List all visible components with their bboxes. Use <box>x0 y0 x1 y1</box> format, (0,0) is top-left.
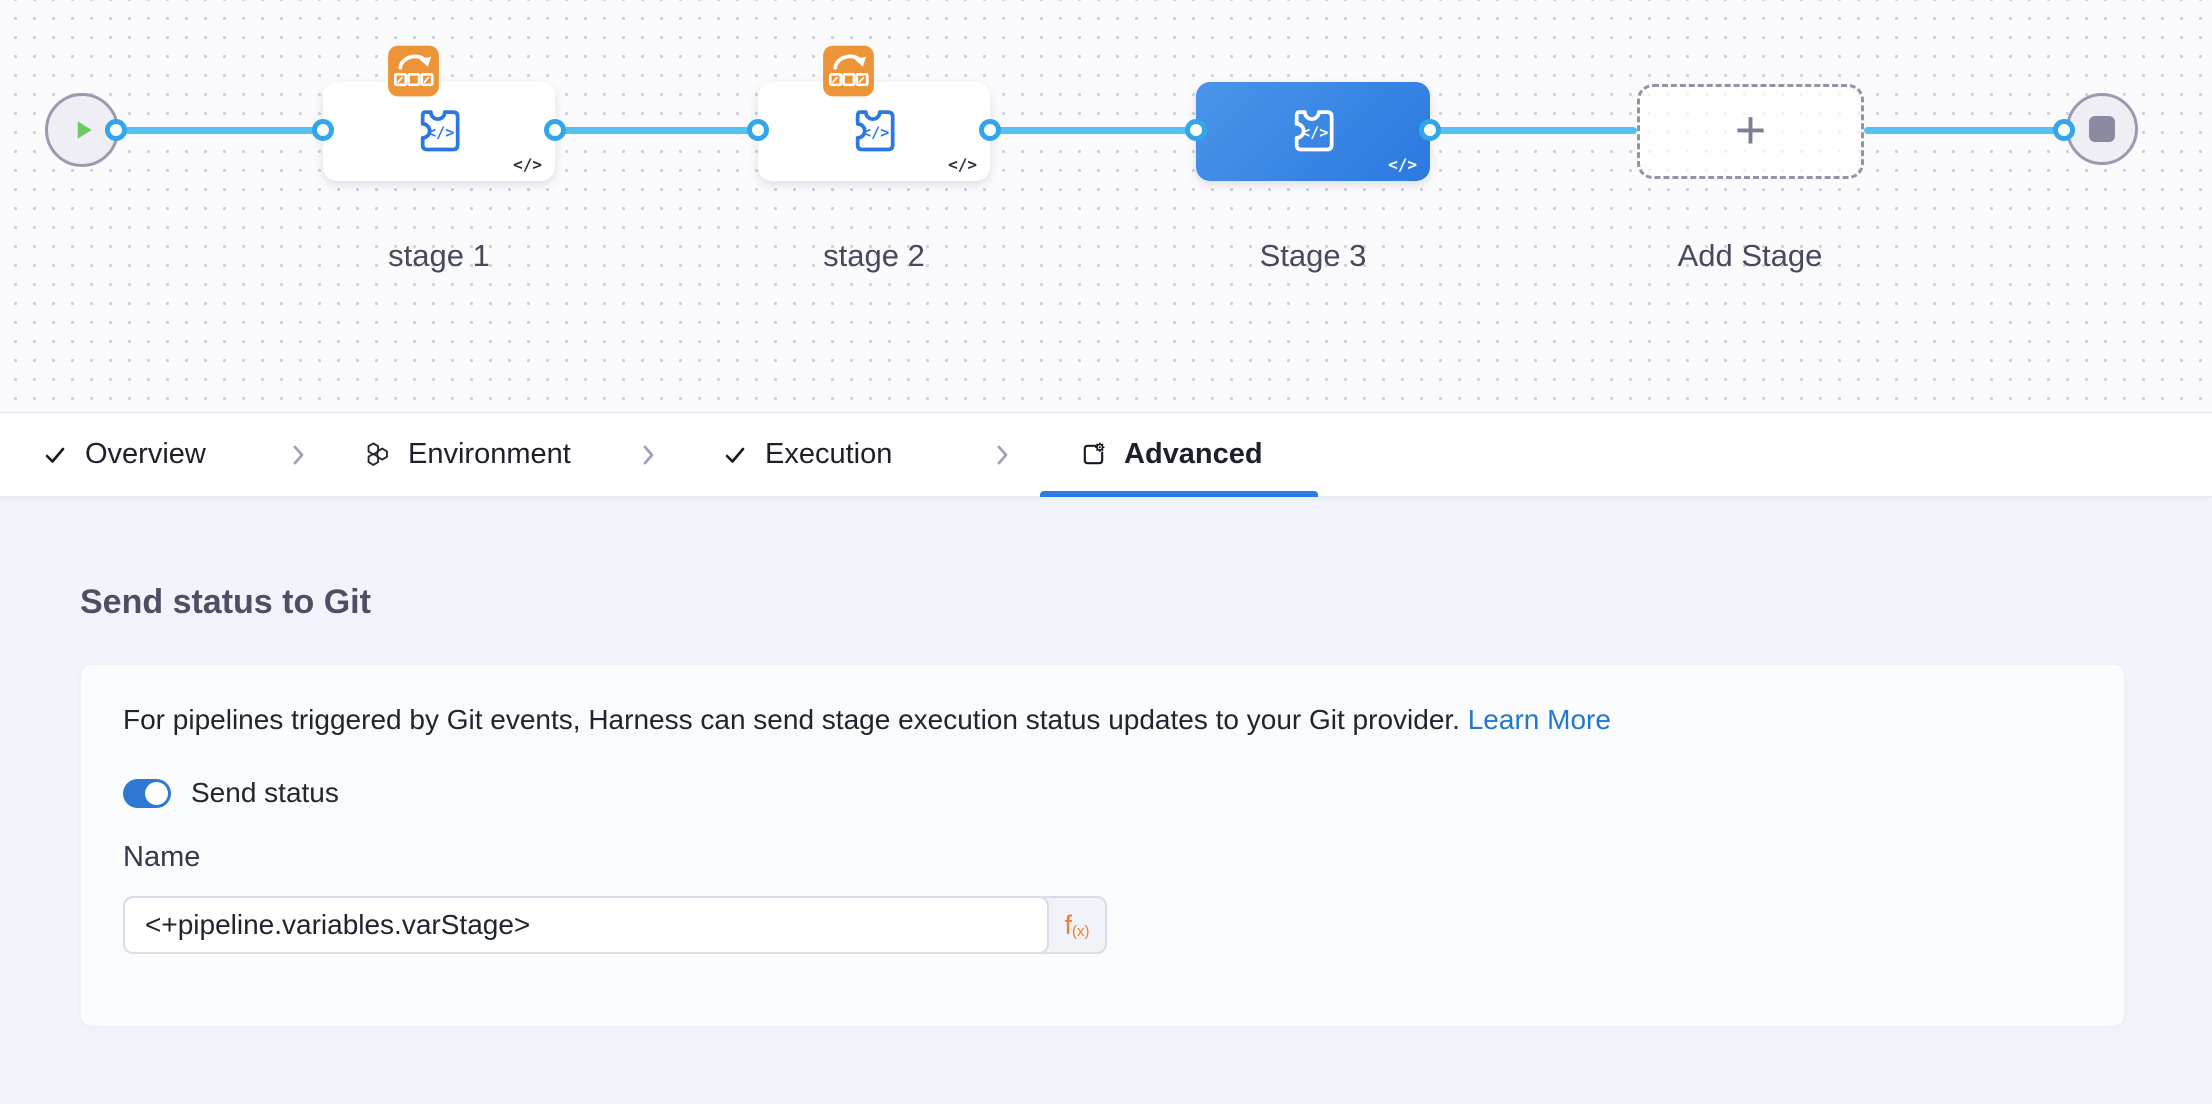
stage-label: stage 2 <box>823 238 925 273</box>
chevron-right-icon <box>636 413 662 496</box>
name-field-label: Name <box>123 841 201 873</box>
stage-label: Stage 3 <box>1259 238 1367 273</box>
toggle-knob <box>145 781 168 805</box>
connector-dot <box>105 119 127 141</box>
tab-label: Execution <box>765 438 893 470</box>
pipeline-end-node <box>2066 93 2138 165</box>
code-glyph: </> <box>1388 155 1417 174</box>
edge-line <box>116 127 323 134</box>
hexagons-icon <box>367 442 388 466</box>
connector-dot <box>312 119 334 141</box>
chevron-right-icon <box>286 413 312 496</box>
rolling-strategy-badge-icon <box>388 45 439 97</box>
active-tab-underline <box>1040 491 1318 497</box>
pipeline-canvas: </> </> </> </> <box>0 0 2212 413</box>
stage-node-2[interactable]: </> </> <box>758 45 990 181</box>
custom-stage-icon: </> <box>1294 109 1334 151</box>
svg-text:</>: </> <box>1301 123 1328 141</box>
edge-line <box>990 127 1196 134</box>
edge-line <box>555 127 758 134</box>
rolling-strategy-badge-icon <box>823 45 874 97</box>
stage-node-1[interactable]: </> </> <box>323 45 555 181</box>
section-heading: Send status to Git <box>80 583 371 621</box>
check-icon <box>725 447 745 463</box>
toggle-label: Send status <box>191 777 339 808</box>
code-glyph: </> <box>513 155 542 174</box>
custom-stage-icon: </> <box>855 109 895 151</box>
tab-label: Advanced <box>1124 438 1263 470</box>
tab-label: Environment <box>408 438 571 470</box>
plus-icon: + <box>1734 99 1767 160</box>
learn-more-link[interactable]: Learn More <box>1467 704 1611 735</box>
connector-dot <box>1419 119 1441 141</box>
tab-advanced[interactable]: Advanced <box>1080 413 1263 496</box>
play-icon <box>77 121 92 139</box>
advanced-panel: Send status to Git For pipelines trigger… <box>0 497 2212 1104</box>
custom-stage-icon: </> <box>420 109 460 151</box>
edge-line <box>1864 127 2064 134</box>
connector-dot <box>747 119 769 141</box>
add-stage-label: Add Stage <box>1677 238 1823 273</box>
connector-dot <box>979 119 1001 141</box>
connector-dot <box>544 119 566 141</box>
name-field-row: f (x) <box>123 896 1107 954</box>
add-stage-button[interactable]: + <box>1637 84 1864 179</box>
send-status-row: Send status <box>123 777 339 809</box>
send-status-toggle[interactable] <box>123 778 171 808</box>
tab-execution[interactable]: Execution <box>722 413 892 496</box>
connector-dot <box>1185 119 1207 141</box>
stop-icon <box>2089 116 2115 142</box>
connector-dot <box>2053 119 2075 141</box>
svg-text:</>: </> <box>427 123 454 141</box>
description-text: For pipelines triggered by Git events, H… <box>123 704 1611 735</box>
check-icon <box>45 447 65 463</box>
fx-icon: f <box>1064 909 1072 940</box>
stage-node-3-selected[interactable]: </> </> <box>1196 82 1430 181</box>
chevron-right-icon <box>990 413 1016 496</box>
edge-line <box>1430 127 1637 134</box>
tab-environment[interactable]: Environment <box>364 413 571 496</box>
name-input[interactable] <box>123 896 1049 954</box>
tab-overview[interactable]: Overview <box>42 413 206 496</box>
code-glyph: </> <box>948 155 977 174</box>
advanced-gear-icon <box>1083 442 1105 465</box>
send-status-card: For pipelines triggered by Git events, H… <box>80 664 2125 1027</box>
stage-config-tabbar: Overview Environment Execution <box>0 413 2212 497</box>
tab-label: Overview <box>85 438 206 470</box>
stage-label: stage 1 <box>388 238 490 273</box>
svg-text:</>: </> <box>862 123 889 141</box>
